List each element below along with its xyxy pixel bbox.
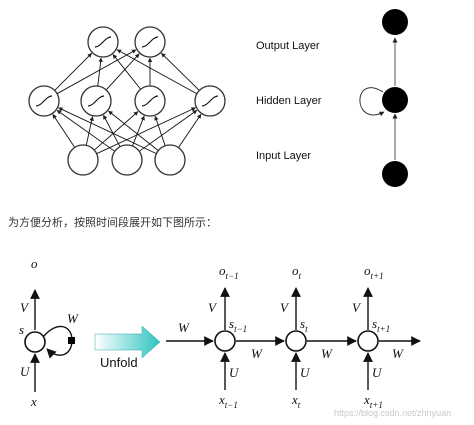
connection-input-0-hidden-1 bbox=[85, 116, 94, 146]
input-neuron-2 bbox=[154, 144, 186, 176]
connection-hidden-2-output-0 bbox=[112, 54, 142, 90]
layer-schematic bbox=[359, 9, 408, 187]
sigmoid-icon bbox=[141, 95, 159, 107]
chain-W-label-1: W bbox=[178, 320, 190, 335]
connection-hidden-3-output-1 bbox=[161, 52, 200, 91]
input-layer-label: Input Layer bbox=[256, 150, 311, 162]
connection-input-0-hidden-0 bbox=[52, 113, 76, 148]
U-label-t-minus-1: U bbox=[229, 365, 240, 380]
s-label-t-plus-1: st+1 bbox=[372, 316, 390, 334]
hidden-node-t-plus-1 bbox=[357, 330, 379, 352]
connection-hidden-0-output-0 bbox=[54, 52, 93, 91]
folded-o-label: o bbox=[31, 256, 38, 271]
connection-hidden-3-output-0 bbox=[116, 49, 198, 95]
output-node bbox=[382, 9, 408, 35]
input-neuron-0 bbox=[67, 144, 99, 176]
U-label-t-plus-1: U bbox=[372, 365, 383, 380]
unfold-arrow-icon bbox=[94, 325, 161, 359]
connection-input-0-hidden-3 bbox=[96, 107, 196, 155]
chain-W-label-2: W bbox=[251, 346, 263, 361]
x-label-t-plus-1: xt+1 bbox=[363, 392, 383, 410]
unfold-label: Unfold bbox=[100, 355, 138, 370]
connection-input-2-hidden-3 bbox=[178, 113, 202, 148]
watermark: https://blog.csdn.net/zhnyuan bbox=[334, 408, 451, 418]
section-caption: 为方便分析，按照时间段展开如下图所示： bbox=[8, 216, 217, 229]
V-label-t-minus-1: V bbox=[208, 300, 218, 315]
connection-input-2-hidden-0 bbox=[58, 107, 157, 155]
folded-V-label: V bbox=[20, 300, 30, 315]
input-neuron-1 bbox=[111, 144, 143, 176]
sigmoid-icon bbox=[141, 36, 159, 48]
connection-input-1-hidden-2 bbox=[132, 115, 145, 147]
delay-marker bbox=[68, 337, 75, 344]
hidden-node bbox=[382, 87, 408, 113]
connection-hidden-1-output-1 bbox=[105, 53, 140, 91]
network-connections bbox=[52, 49, 202, 155]
connection-input-1-hidden-0 bbox=[56, 109, 116, 152]
connection-hidden-1-output-0 bbox=[97, 57, 103, 87]
folded-rnn bbox=[24, 289, 75, 392]
s-label-t: st bbox=[300, 316, 308, 334]
folded-x-label: x bbox=[30, 394, 37, 409]
sigmoid-icon bbox=[35, 95, 53, 107]
connection-hidden-0-output-1 bbox=[56, 49, 137, 95]
connection-input-2-hidden-2 bbox=[154, 115, 166, 146]
folded-hidden-node bbox=[24, 331, 46, 353]
output-layer-label: Output Layer bbox=[256, 40, 320, 52]
chain-W-label-4: W bbox=[392, 346, 404, 361]
s-label-t-minus-1: st−1 bbox=[229, 316, 247, 334]
connection-input-1-hidden-3 bbox=[138, 109, 198, 152]
folded-s-label: s bbox=[19, 322, 24, 337]
x-label-t-minus-1: xt−1 bbox=[218, 392, 238, 410]
unfolded-rnn bbox=[166, 287, 421, 390]
sigmoid-icon bbox=[87, 95, 105, 107]
sigmoid-icon bbox=[201, 95, 219, 107]
hidden-node-t bbox=[285, 330, 307, 352]
o-label-t-plus-1: ot+1 bbox=[364, 263, 384, 281]
input-node bbox=[382, 161, 408, 187]
x-label-t: xt bbox=[291, 392, 301, 410]
folded-W-label: W bbox=[67, 311, 79, 326]
network-neurons bbox=[28, 26, 226, 176]
connection-input-1-hidden-1 bbox=[103, 114, 121, 147]
o-label-t-minus-1: ot−1 bbox=[219, 263, 239, 281]
V-label-t-plus-1: V bbox=[352, 300, 362, 315]
connection-input-2-hidden-1 bbox=[108, 110, 159, 152]
o-label-t: ot bbox=[292, 263, 302, 281]
sigmoid-icon bbox=[94, 36, 112, 48]
chain-W-label-3: W bbox=[321, 346, 333, 361]
connection-input-0-hidden-2 bbox=[93, 111, 139, 151]
hidden-node-t-minus-1 bbox=[214, 330, 236, 352]
folded-U-label: U bbox=[20, 364, 31, 379]
V-label-t: V bbox=[280, 300, 290, 315]
U-label-t: U bbox=[300, 365, 311, 380]
hidden-layer-label: Hidden Layer bbox=[256, 95, 322, 107]
